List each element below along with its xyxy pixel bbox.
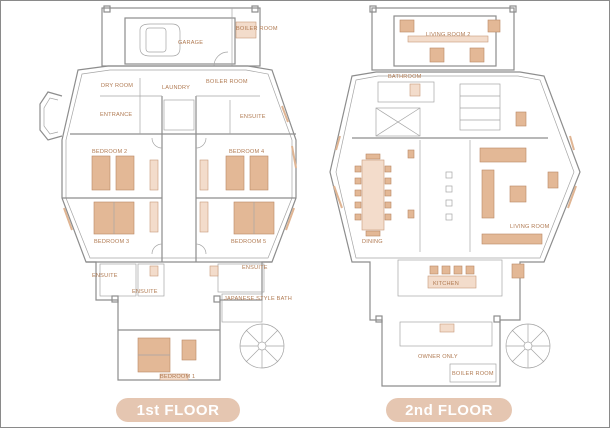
caption-2nd-floor-text: 2nd FLOOR — [405, 402, 493, 419]
label-living-room-2: LIVING ROOM 2 — [426, 32, 471, 38]
label-bedroom-2: BEDROOM 2 — [92, 149, 127, 155]
label-bathroom: BATHROOM — [388, 74, 422, 80]
label-ensuite-mid: ENSUITE — [132, 289, 158, 295]
label-bedroom-4: BEDROOM 4 — [229, 149, 264, 155]
label-garage: GARAGE — [178, 40, 203, 46]
second-floor-plan — [329, 5, 581, 387]
label-ensuite-right: ENSUITE — [242, 265, 268, 271]
label-bedroom-3: BEDROOM 3 — [94, 239, 129, 245]
label-ensuite-left: ENSUITE — [92, 273, 118, 279]
label-entrance: ENTRANCE — [100, 112, 132, 118]
label-living-room: LIVING ROOM — [510, 224, 550, 230]
caption-1st-floor-text: 1st FLOOR — [137, 402, 220, 419]
label-ensuite-top: ENSUITE — [240, 114, 266, 120]
first-floor-plan — [39, 5, 297, 381]
label-kitchen: KITCHEN — [433, 281, 459, 287]
label-dry-room: DRY ROOM — [101, 83, 133, 89]
caption-2nd-floor: 2nd FLOOR — [386, 398, 512, 422]
label-japanese-bath: JAPANESE STYLE BATH — [224, 296, 292, 302]
label-boiler-room: BOILER ROOM — [452, 371, 494, 377]
label-owner-only: OWNER ONLY — [418, 354, 458, 360]
label-laundry: LAUNDRY — [162, 85, 190, 91]
label-bedroom-1: BEDROOM 1 — [160, 374, 195, 380]
caption-1st-floor: 1st FLOOR — [116, 398, 240, 422]
label-dining: DINING — [362, 239, 383, 245]
label-boiler-room-mid: BOILER ROOM — [206, 79, 248, 85]
label-boiler-room-top: BOILER ROOM — [236, 26, 278, 32]
label-bedroom-5: BEDROOM 5 — [231, 239, 266, 245]
